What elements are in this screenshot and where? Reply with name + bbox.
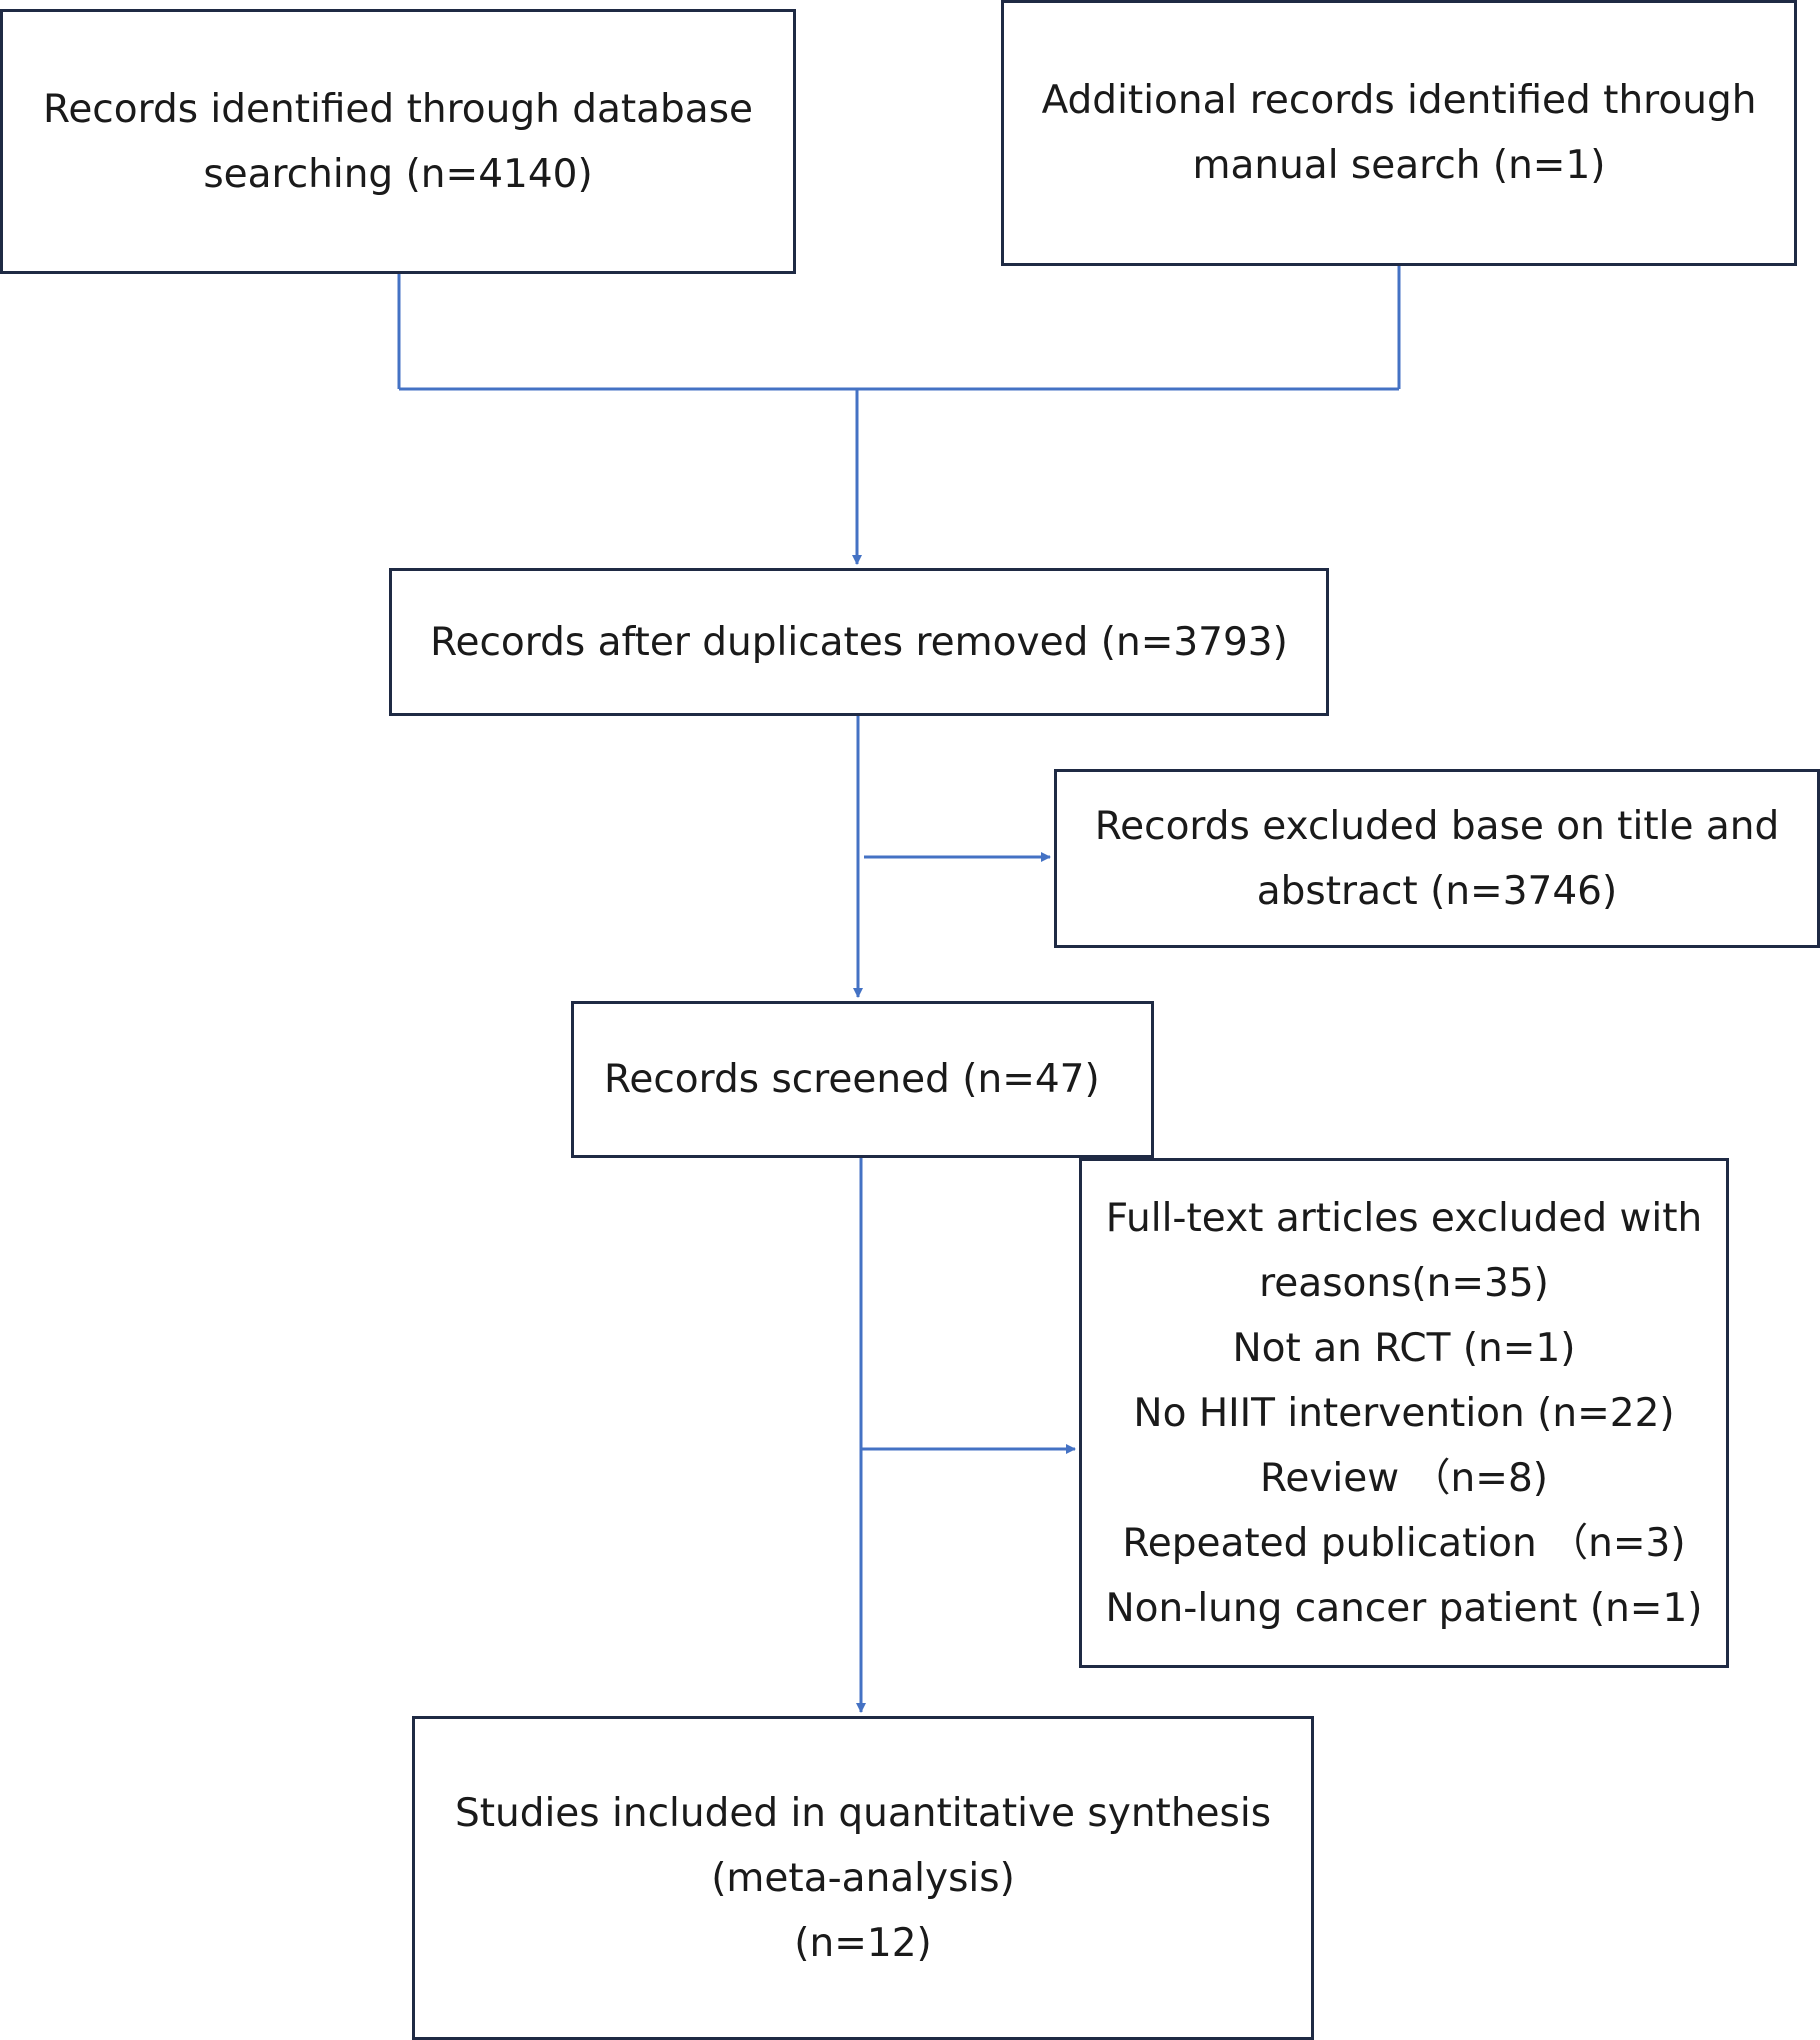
manual-search-box: Additional records identified through ma… (1001, 0, 1797, 266)
records-screened-box: Records screened (n=47) (571, 1001, 1154, 1158)
manual-search-line-2: manual search (n=1) (1192, 143, 1606, 188)
fulltext-excluded-line-6: Repeated publication （n=3) (1122, 1520, 1686, 1566)
fulltext-excluded-box: Full-text articles excluded with reasons… (1079, 1158, 1729, 1668)
fulltext-excluded-line-1: Full-text articles excluded with (1105, 1195, 1703, 1241)
studies-included-line-1: Studies included in quantitative synthes… (454, 1790, 1272, 1836)
studies-included-box: Studies included in quantitative synthes… (412, 1716, 1314, 2040)
merge-connector (397, 266, 1401, 391)
database-search-box: Records identified through database sear… (0, 9, 796, 274)
fulltext-excluded-line-5: Review （n=8) (1260, 1455, 1548, 1501)
fulltext-excluded-line-7: Non-lung cancer patient (n=1) (1105, 1585, 1703, 1631)
fulltext-excluded-line-4: No HIIT intervention (n=22) (1133, 1390, 1675, 1436)
records-screened-line-1: Records screened (n=47) (604, 1057, 1100, 1102)
duplicates-removed-line-1: Records after duplicates removed (n=3793… (430, 619, 1288, 665)
database-search-line-1: Records identified through database (42, 86, 754, 132)
duplicates-removed-box: Records after duplicates removed (n=3793… (389, 568, 1329, 716)
excluded-title-abstract-box: Records excluded base on title and abstr… (1054, 769, 1820, 948)
excluded-title-abstract-line-2: abstract (n=3746) (1256, 868, 1618, 914)
fulltext-excluded-line-3: Not an RCT (n=1) (1232, 1325, 1576, 1371)
excluded-title-abstract-line-1: Records excluded base on title and (1094, 803, 1780, 849)
studies-included-line-2: (meta-analysis) (711, 1855, 1015, 1901)
fulltext-excluded-line-2: reasons(n=35) (1259, 1260, 1549, 1306)
database-search-line-2: searching (n=4140) (203, 151, 593, 197)
manual-search-line-1: Additional records identified through (1041, 78, 1757, 123)
studies-included-line-3: (n=12) (794, 1920, 932, 1966)
